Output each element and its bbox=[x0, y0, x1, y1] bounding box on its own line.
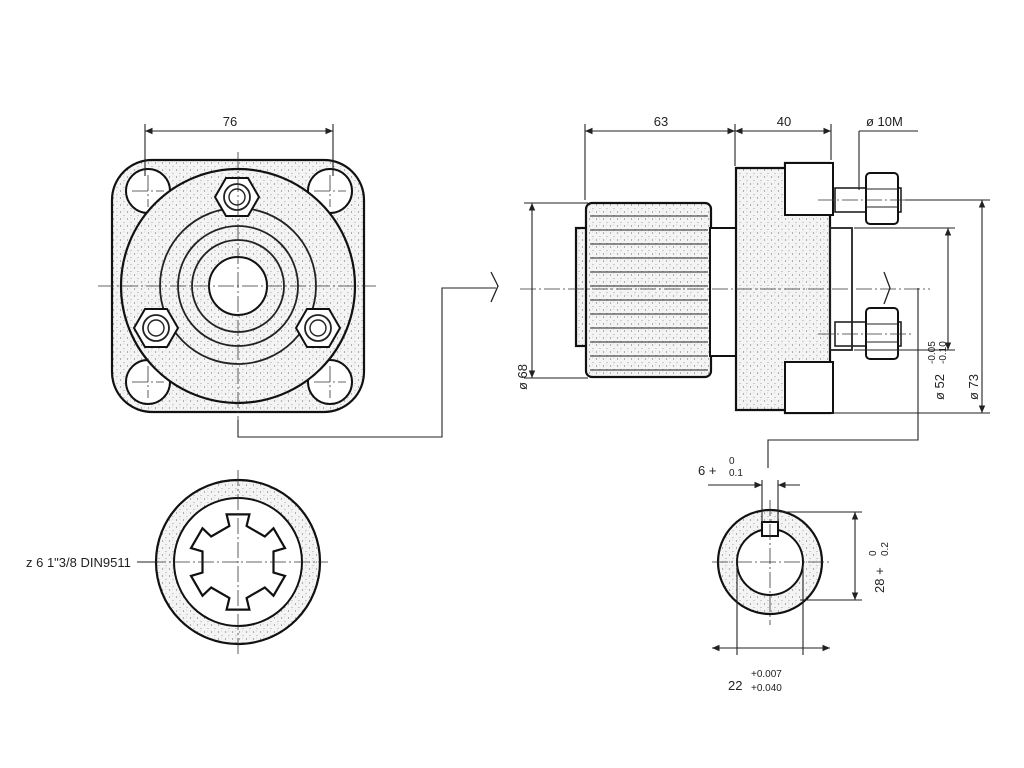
tol-28-lower: 0.2 bbox=[880, 542, 891, 556]
nut-top bbox=[213, 177, 261, 217]
dim-68: ø 68 bbox=[515, 364, 530, 390]
nut-side-bottom bbox=[865, 307, 899, 360]
view-arrow-right bbox=[883, 271, 891, 305]
tol-key-lower: 0.1 bbox=[729, 468, 743, 479]
neck bbox=[709, 227, 737, 357]
dim-63: 63 bbox=[654, 114, 668, 129]
tol-key-upper: 0 bbox=[729, 456, 735, 467]
bolt-pocket-bottom bbox=[784, 361, 834, 414]
bolt-pocket-top bbox=[784, 162, 834, 216]
dim-thread: ø 10M bbox=[866, 114, 903, 129]
splined-hub bbox=[584, 201, 713, 379]
tol-52-lower: -0.10 bbox=[938, 341, 949, 364]
dim-key-width: 6 + bbox=[698, 463, 716, 478]
spline-lines bbox=[590, 215, 708, 371]
side-view: 63 40 ø 10M ø 68 ø 52 -0.05 -0.10 ø 73 bbox=[490, 114, 990, 415]
dim-73: ø 73 bbox=[966, 374, 981, 400]
dim-28: 28 + bbox=[872, 567, 887, 593]
view-arrow-left bbox=[490, 271, 499, 303]
spline-spec: z 6 1"3/8 DIN9511 bbox=[26, 555, 131, 570]
spline-section: z 6 1"3/8 DIN9511 bbox=[26, 470, 328, 656]
tol-52-upper: -0.05 bbox=[927, 341, 938, 364]
nut-left bbox=[132, 308, 180, 348]
dim-40: 40 bbox=[777, 114, 791, 129]
dim-52: ø 52 bbox=[932, 374, 947, 400]
front-view: 76 bbox=[98, 114, 376, 420]
dim-76: 76 bbox=[223, 114, 237, 129]
nut-side-top bbox=[865, 172, 899, 225]
tol-28-upper: 0 bbox=[868, 550, 879, 556]
nut-right bbox=[294, 308, 342, 348]
spline-profile bbox=[189, 513, 287, 611]
tol-22-lower: +0.040 bbox=[751, 683, 782, 694]
tol-22-upper: +0.007 bbox=[751, 669, 782, 680]
dim-22: 22 bbox=[728, 678, 742, 693]
keyed-section: 6 + 0 0.1 28 + 0 0.2 22 +0.007 +0.040 bbox=[698, 456, 891, 694]
leaders bbox=[237, 287, 919, 468]
